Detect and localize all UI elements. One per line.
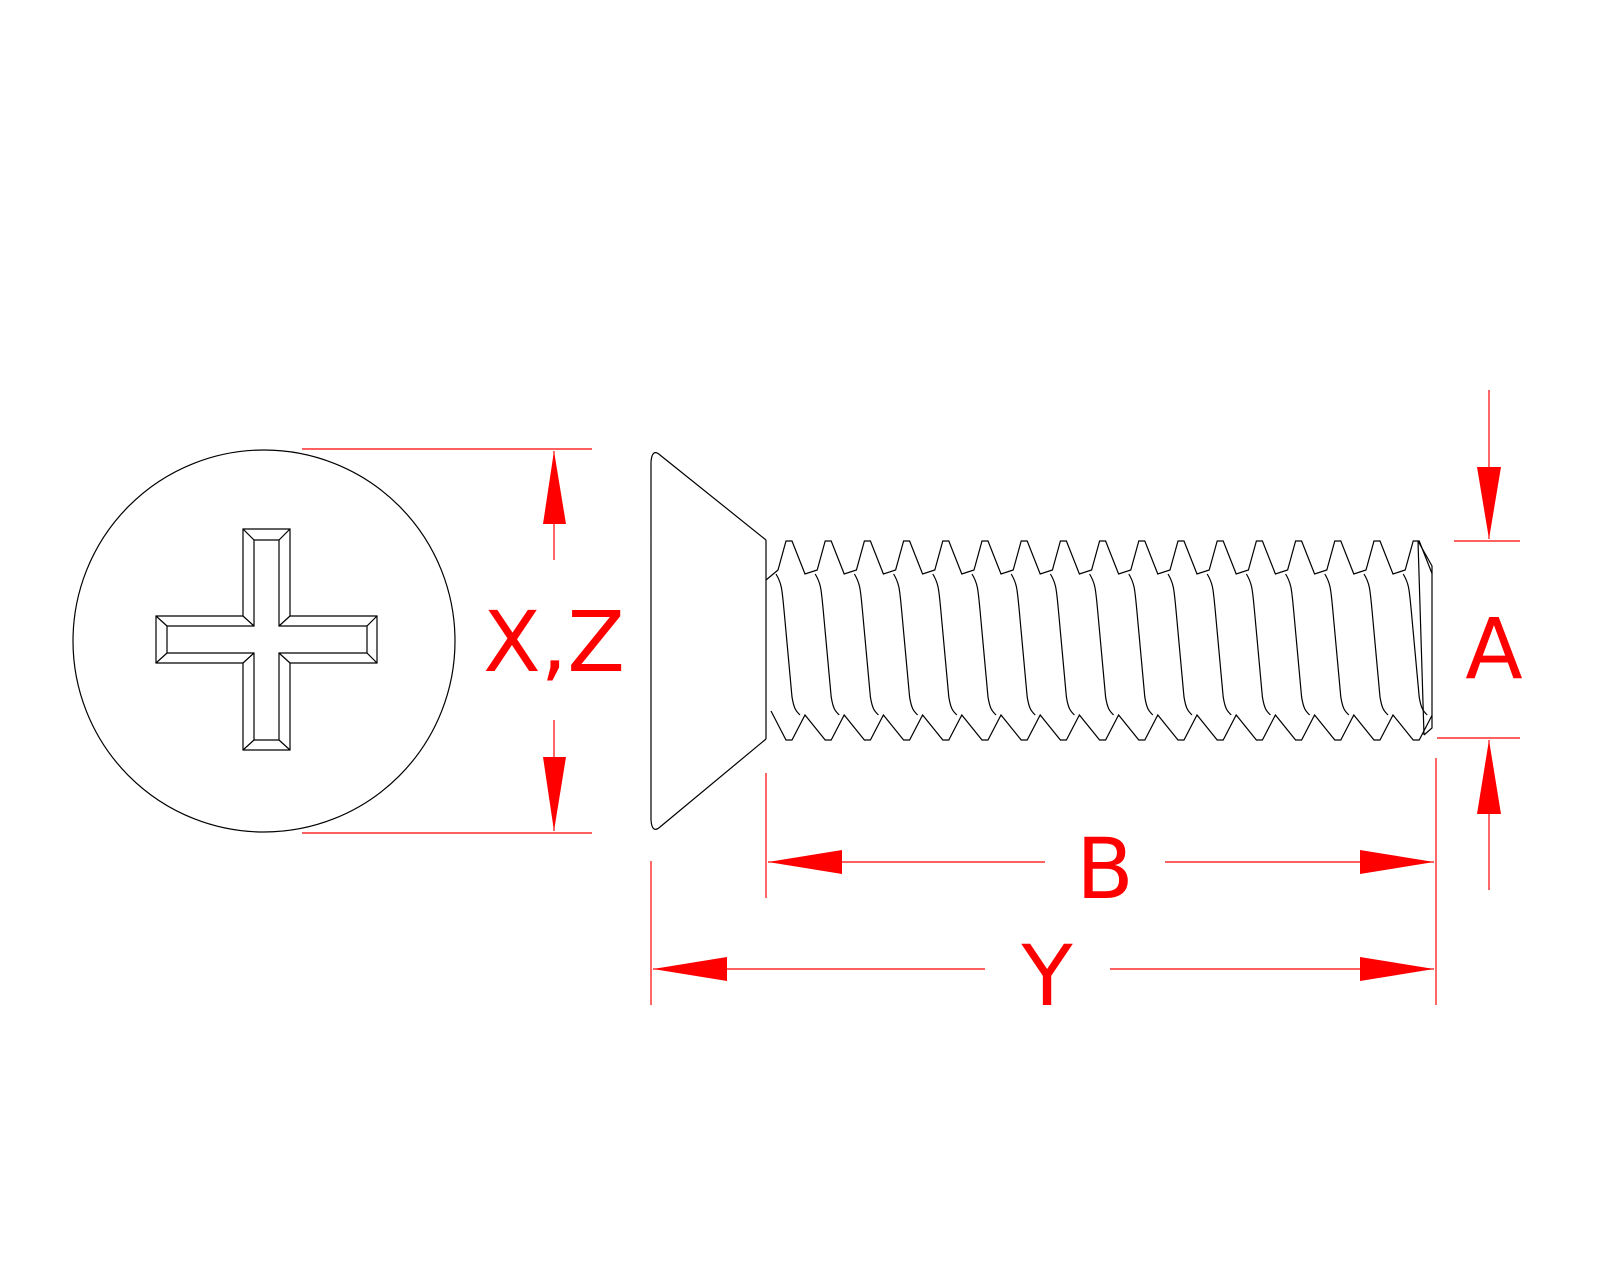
dimension-label-b: B bbox=[1076, 820, 1134, 918]
dimension-label-y: Y bbox=[1020, 927, 1073, 1025]
dimension-label-xz: X,Z bbox=[483, 593, 625, 691]
head-end-view bbox=[72, 449, 456, 833]
dimension-a: A bbox=[1437, 390, 1523, 890]
thread-lines bbox=[765, 540, 1433, 741]
screw-tip bbox=[1417, 540, 1433, 736]
countersunk-head bbox=[650, 452, 767, 830]
thread-profile bbox=[765, 540, 1433, 741]
dimension-label-a: A bbox=[1465, 600, 1522, 698]
dimension-b: B bbox=[765, 758, 1437, 1005]
head-outline bbox=[72, 449, 456, 833]
dimension-xz: X,Z bbox=[302, 448, 625, 834]
dimension-y: Y bbox=[650, 861, 1434, 1025]
side-view bbox=[650, 452, 1433, 830]
phillips-recess-icon bbox=[155, 528, 378, 751]
